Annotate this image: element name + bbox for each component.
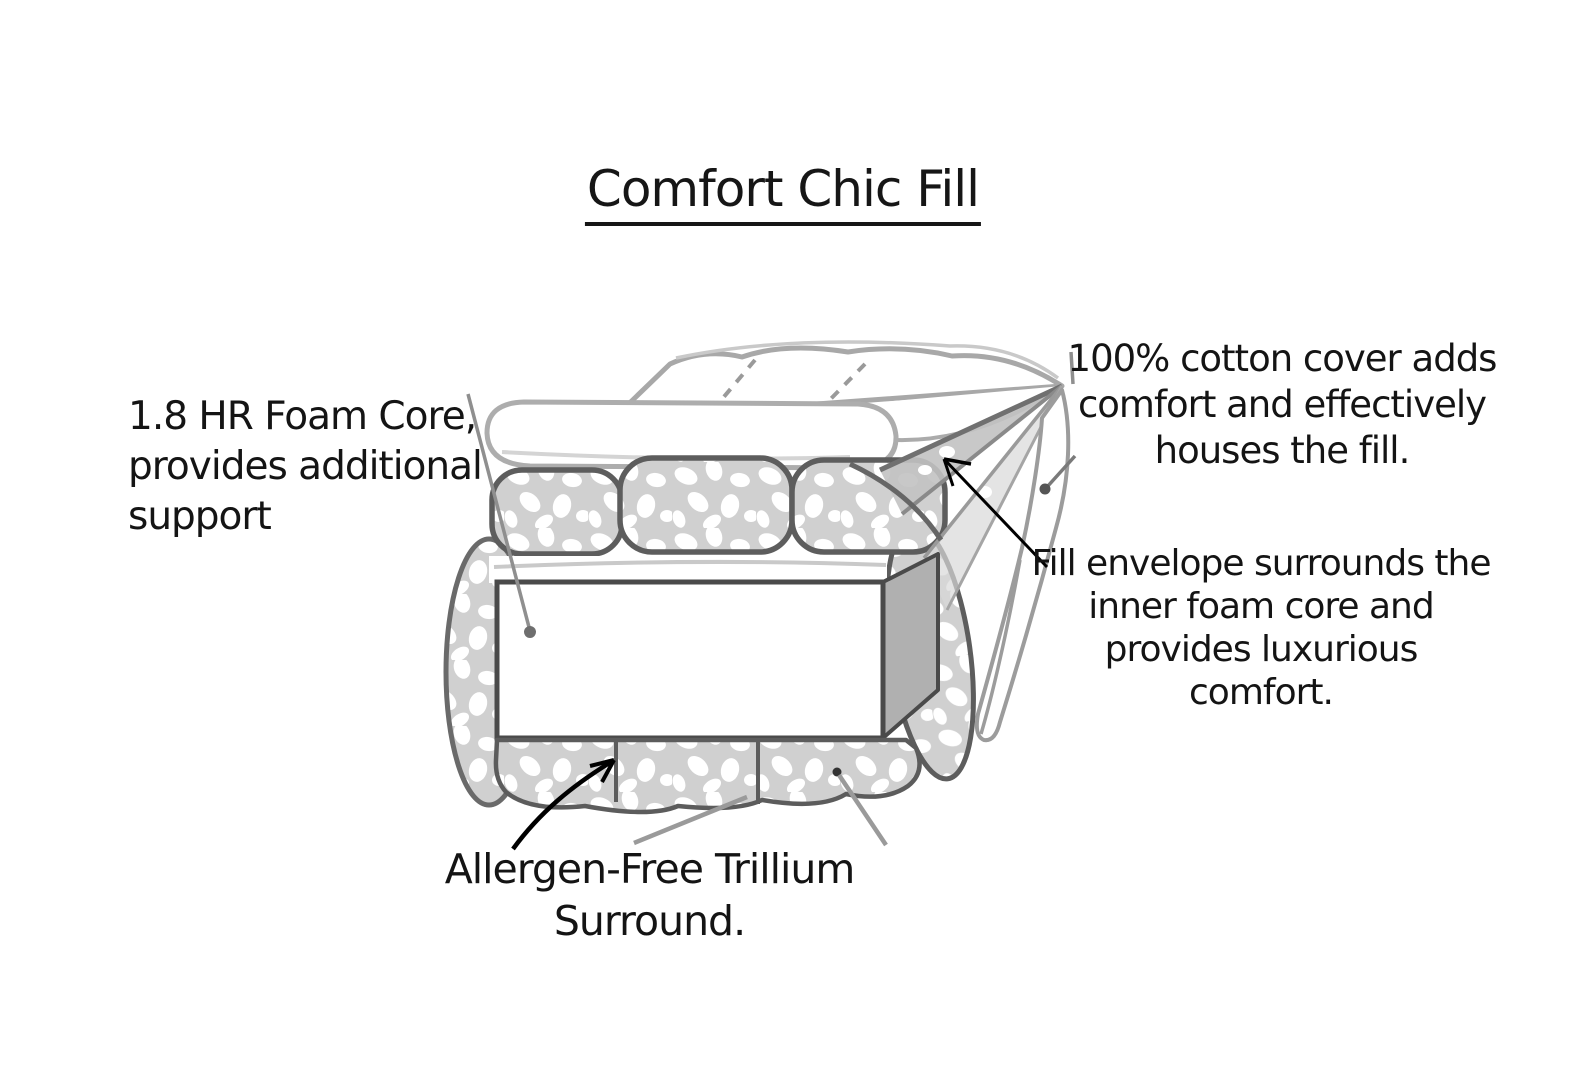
foam-core [489,552,940,741]
leader-foam-core [466,393,536,638]
arrow-trillium-surround [511,758,616,851]
leader-trillium-right [832,767,888,847]
leader-trillium-left [633,794,748,846]
leader-dot [524,626,536,638]
arrow-fill-envelope [942,457,1049,569]
cover-corner-wedge [848,383,1064,611]
leader-cotton-cover [1039,351,1077,495]
cotton-cover-roll [484,384,1064,471]
foam-core-front-face [494,579,886,741]
page-title: Comfort Chic Fill [584,162,982,226]
label-cotton-cover: 100% cotton cover adds comfort and effec… [1067,337,1498,472]
label-trillium-surround: Allergen-Free Trillium Surround. [444,845,856,945]
leader-dot [1039,483,1051,495]
fill-envelope-top [489,455,948,557]
cotton-cover-flap [974,388,1071,743]
label-fill-envelope: Fill envelope surrounds the inner foam c… [1031,543,1492,713]
page-title-text: Comfort Chic Fill [584,162,982,226]
trillium-surround-band [493,737,922,815]
leader-dot [832,767,842,777]
label-foam-core: 1.8 HR Foam Core, provides additional su… [128,394,483,539]
